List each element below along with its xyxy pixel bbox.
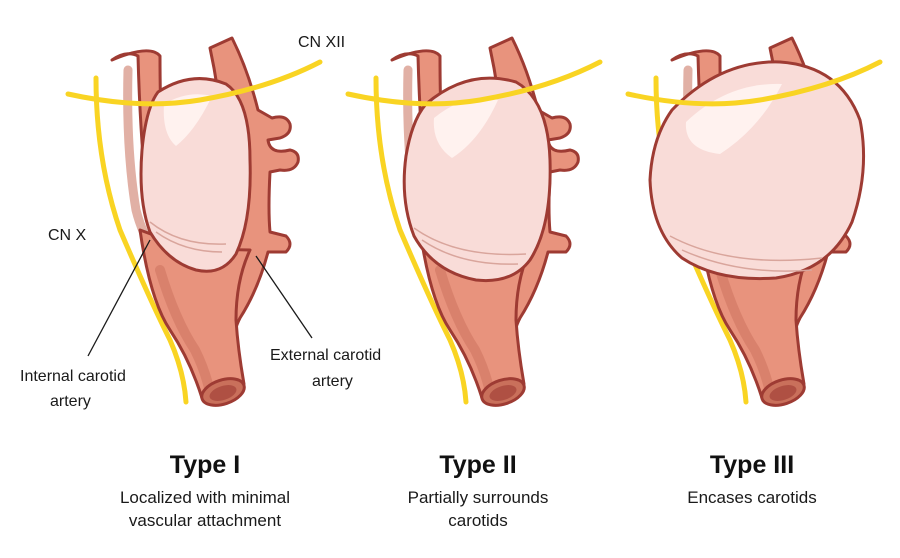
external-carotid-leader-line — [255, 255, 313, 339]
cn-xii-label: CN XII — [298, 34, 345, 51]
internal-carotid-leader-line — [87, 239, 151, 357]
external-carotid-callout: External carotid artery — [255, 255, 381, 390]
type-i-description-line1: Localized with minimal — [120, 488, 290, 507]
type-i-caption: Type I Localized with minimal vascular a… — [120, 451, 290, 530]
type-ii-caption: Type II Partially surrounds carotids — [408, 451, 549, 530]
type-i-illustration — [68, 38, 320, 410]
type-i-description-line2: vascular attachment — [129, 511, 281, 530]
internal-carotid-callout: Internal carotid artery — [20, 239, 151, 410]
type-ii-description-line2: carotids — [448, 511, 508, 530]
type-ii-illustration — [348, 38, 600, 410]
type-iii-illustration — [628, 38, 880, 410]
internal-carotid-label-line2: artery — [50, 393, 91, 410]
type-i-title: Type I — [170, 451, 240, 479]
type-iii-description-line1: Encases carotids — [687, 488, 816, 507]
type-ii-description-line1: Partially surrounds — [408, 488, 549, 507]
external-carotid-label-line2: artery — [312, 373, 353, 390]
type-iii-caption: Type III Encases carotids — [687, 451, 816, 507]
type-iii-title: Type III — [710, 451, 794, 479]
nerve-labels: CN XII CN X — [48, 34, 345, 244]
internal-carotid-label-line1: Internal carotid — [20, 368, 126, 385]
cn-x-label: CN X — [48, 227, 87, 244]
type-ii-title: Type II — [439, 451, 516, 479]
external-carotid-label-line1: External carotid — [270, 347, 381, 364]
